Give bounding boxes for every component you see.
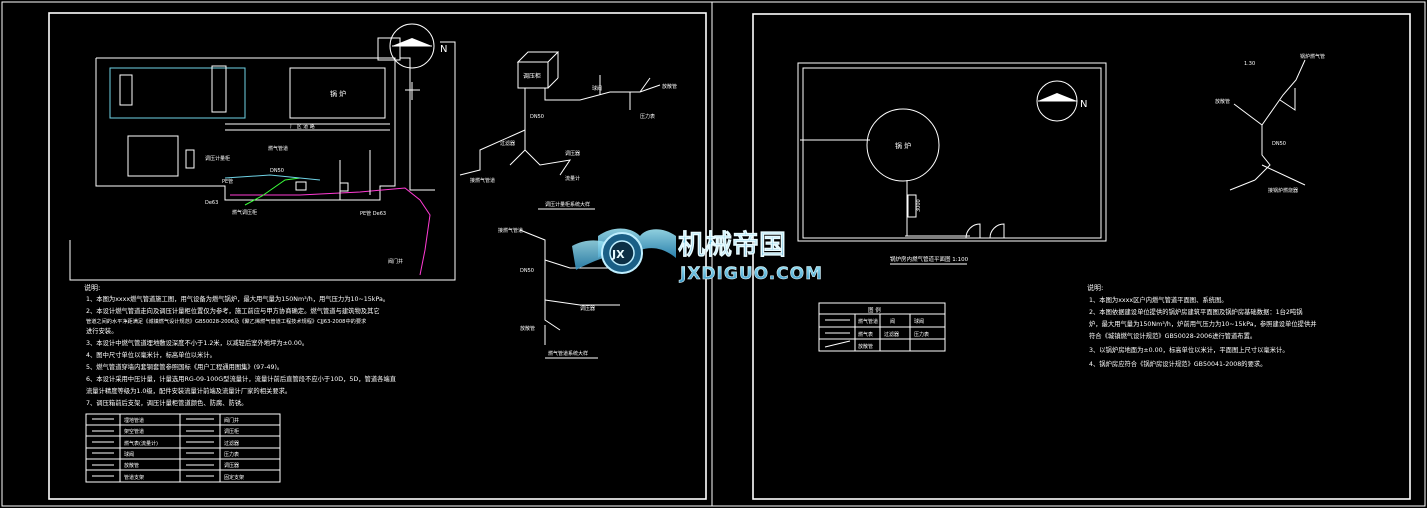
legend-r-0c: 球阀 (914, 318, 924, 325)
axon-top-label-6: 调压器 (565, 150, 580, 157)
north-arrow-left: N (389, 23, 447, 69)
left-note-6: 5、燃气管道穿墙内套钢套管参照国标《用户工程通用图集》(97-49)。 (86, 362, 283, 371)
gear-icon: JX (601, 232, 643, 274)
legend-l-3b: 压力表 (224, 451, 239, 458)
north-label-right: N (1080, 99, 1087, 110)
legend-r-1b: 过滤器 (884, 331, 899, 338)
axon-top-label-1: DN50 (530, 114, 544, 120)
valve-label: 阀门井 (388, 258, 403, 265)
left-notes-title: 说明: (84, 283, 100, 292)
right-sheet: 锅 炉 3000 锅炉房内燃气管道平面图 1:100 N 放散管 (797, 53, 1325, 368)
left-note-1: 2、本设计燃气管道走向及调压计量柜位置仅为参考，施工前应与甲方协商确定。燃气管道… (86, 306, 380, 315)
road-label: 厂 区 道 路 (290, 123, 315, 130)
axon-bottom-label-2: 调压器 (580, 305, 595, 312)
right-note-4: 3、以锅炉房地面为±0.00，标高单位以米计，平面图上尺寸以毫米计。 (1089, 345, 1289, 354)
pipe-label-4: PE管 De63 (360, 210, 386, 217)
left-note-8: 流量计精度等级为1.0级，配件安装流量计前端及流量计厂家的相关要求。 (86, 386, 291, 395)
boiler-axon-diagram: 放散管 DN50 接锅炉燃烧器 锅炉燃气管 1.30 (1215, 53, 1325, 194)
legend-l-2a: 燃气表(流量计) (124, 440, 158, 447)
legend-l-5a: 管道支架 (124, 474, 144, 481)
legend-r-0a: 燃气管道 (858, 318, 878, 325)
right-note-2: 炉，最大用气量为150Nm³/h，炉前用气压力为10~15kPa，参照建设单位提… (1089, 319, 1317, 328)
axon-top-label-3: 放散管 (662, 83, 677, 90)
logo-mark: JX (611, 248, 625, 261)
pipe-axon-diagram: 接燃气管道 DN50 调压器 放散管 燃气管道系统大样 (498, 227, 620, 359)
watermark-logo: JX 机械帝国 JXDIGUO.COM (572, 228, 823, 284)
legend-l-4b: 调压器 (224, 462, 239, 469)
dim-label: 3000 (916, 199, 922, 212)
left-note-5: 4、图中尺寸单位以毫米计，标高单位以米计。 (86, 350, 216, 359)
right-legend-table: 图 例 燃气管道 阀 球阀 燃气表 过滤器 压力表 放散管 (818, 302, 946, 352)
pipe-label-0: 燃气管道 (268, 145, 288, 152)
legend-l-0a: 埋地管道 (124, 417, 144, 424)
legend-r-1c: 压力表 (914, 331, 929, 338)
pipe-label-1: DN50 (270, 168, 284, 174)
axon-top-label-0: 接燃气管道 (470, 177, 495, 184)
north-label-left: N (440, 44, 447, 55)
right-legend-title: 图 例 (868, 306, 881, 314)
legend-l-4a: 放散管 (124, 462, 139, 469)
regulator-label: 燃气调压柜 (232, 209, 257, 216)
right-notes-title: 说明: (1087, 283, 1103, 292)
regulator-axon-diagram: 调压柜 接燃气管道 DN50 球阀 放散管 压力表 过滤器 调压器 流量计 调压… (459, 51, 677, 210)
right-sheet-frame (752, 13, 1411, 500)
legend-r-1a: 燃气表 (858, 331, 873, 338)
right-note-3: 符合《城镇燃气设计规范》GB50028-2006进行管道布置。 (1089, 331, 1256, 340)
building-label: 锅 炉 (330, 89, 346, 98)
pipe-label-2: PE管 (222, 178, 233, 185)
axon-top-label-4: 压力表 (640, 113, 655, 120)
left-note-2: 管道之间的水平净距满足《城镇燃气设计规范》GB50028-2006及《聚乙烯燃气… (86, 317, 367, 325)
axon-bottom-label-3: 放散管 (520, 325, 535, 332)
left-note-3: 进行安装。 (86, 326, 117, 335)
axon-bottom-label-1: DN50 (520, 268, 534, 274)
site-plan: 锅 炉 厂 区 道 路 调压计量柜 燃气管道 DN50 PE管 (69, 23, 456, 281)
axon-right-label-0: 放散管 (1215, 98, 1230, 105)
left-note-9: 7、调压箱前后支架，调压计量柜管道颜色、防腐、防锈。 (86, 398, 247, 407)
left-note-7: 6、本设计采用中压计量，计量选用RG-09-100G型流量计，流量计前后直管段不… (86, 374, 397, 383)
right-note-5: 4、锅炉房应符合《锅炉房设计规范》GB50041-2008的要求。 (1089, 359, 1266, 368)
left-sheet-frame (48, 12, 707, 500)
room-label: 锅炉房内燃气管道平面图 1:100 (890, 255, 969, 263)
right-note-0: 1、本图为xxxx区户内燃气管道平面图、系统图。 (1089, 295, 1228, 304)
legend-r-0b: 阀 (890, 318, 895, 325)
legend-l-1b: 调压柜 (224, 428, 239, 435)
axon-top-caption: 调压计量柜系统大样 (545, 201, 590, 208)
left-notes: 说明: 1、本图为xxxx燃气管道施工图，用气设备为燃气锅炉，最大用气量为150… (84, 283, 397, 407)
axon-right-label-4: 1.30 (1244, 61, 1255, 67)
axon-bottom-label-0: 接燃气管道 (498, 227, 523, 234)
axon-top-label-5: 过滤器 (500, 140, 515, 147)
right-notes: 说明: 1、本图为xxxx区户内燃气管道平面图、系统图。 2、本图依据建设单位提… (1087, 283, 1317, 368)
legend-l-0b: 阀门井 (224, 417, 239, 424)
axon-bottom-caption: 燃气管道系统大样 (548, 350, 588, 357)
meter-label: 调压计量柜 (205, 155, 230, 162)
legend-l-1a: 架空管道 (124, 428, 144, 435)
legend-r-2a: 放散管 (858, 343, 873, 350)
axon-top-label-2: 球阀 (592, 85, 602, 92)
axon-right-label-1: DN50 (1272, 141, 1286, 147)
right-note-1: 2、本图依据建设单位提供的锅炉房建筑平面图及锅炉房基础数据：1台2吨锅 (1089, 307, 1303, 316)
watermark-cn: 机械帝国 (678, 229, 786, 261)
axon-right-label-3: 锅炉燃气管 (1300, 53, 1325, 60)
plan-label: 锅 炉 (895, 141, 911, 150)
axon-right-label-2: 接锅炉燃烧器 (1268, 187, 1298, 194)
legend-l-3a: 球阀 (124, 451, 134, 458)
left-note-4: 3、本设计中燃气管道埋地敷设深度不小于1.2米，以减轻后室外地坪为±0.00。 (86, 338, 308, 347)
legend-l-5b: 固定支架 (224, 474, 244, 481)
left-note-0: 1、本图为xxxx燃气管道施工图，用气设备为燃气锅炉，最大用气量为150Nm³/… (86, 294, 389, 303)
pipe-label-3: De63 (205, 200, 218, 206)
left-legend-table: 埋地管道 阀门井 架空管道 调压柜 燃气表(流量计) 过滤器 球阀 压力表 放散… (85, 413, 281, 483)
box-label: 调压柜 (523, 72, 541, 80)
watermark-en: JXDIGUO.COM (679, 264, 823, 284)
left-sheet: 锅 炉 厂 区 道 路 调压计量柜 燃气管道 DN50 PE管 (69, 23, 677, 483)
legend-l-2b: 过滤器 (224, 440, 239, 447)
axon-top-label-7: 流量计 (565, 175, 580, 182)
boiler-room-plan: 锅 炉 3000 锅炉房内燃气管道平面图 1:100 N (797, 62, 1107, 265)
north-arrow-right: N (1036, 80, 1087, 122)
